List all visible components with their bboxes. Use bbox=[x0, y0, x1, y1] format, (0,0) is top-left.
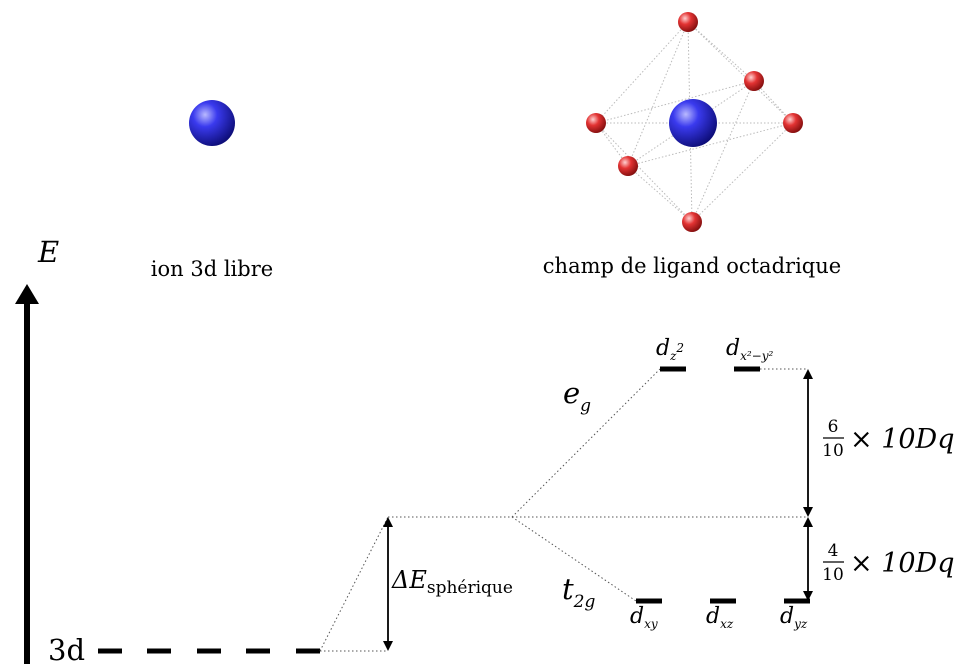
t2g-label: t2g bbox=[562, 572, 595, 612]
metal-center-sphere bbox=[669, 99, 717, 147]
eg-label: eg bbox=[563, 376, 591, 416]
lower-fraction-denominator: 10 bbox=[822, 565, 844, 585]
eg-branch-line bbox=[511, 368, 661, 518]
octahedral-complex bbox=[586, 12, 803, 232]
lower-splitting-label: 4 10 × 10Dq bbox=[822, 541, 954, 585]
ligand-left bbox=[586, 113, 606, 133]
upper-fraction-denominator: 10 bbox=[822, 441, 844, 461]
ligand-right bbox=[783, 113, 803, 133]
spherical-shift-label: ΔEsphérique bbox=[391, 566, 513, 598]
dxy-label: dxy bbox=[630, 604, 658, 631]
dxz-label: dxz bbox=[706, 604, 734, 631]
energy-axis-label: E bbox=[37, 235, 59, 269]
upper-splitting-label: 6 10 × 10Dq bbox=[822, 417, 954, 461]
ground-level-label: 3d bbox=[48, 633, 85, 664]
dx2y2-label: dx²−y² bbox=[726, 336, 774, 363]
free-ion-sphere bbox=[189, 100, 235, 146]
octahedral-caption: champ de ligand octadrique bbox=[543, 254, 841, 278]
ligand-bottom bbox=[682, 212, 702, 232]
dyz-label: dyz bbox=[780, 604, 808, 631]
lower-fraction-numerator: 4 bbox=[828, 541, 839, 561]
ground-to-spherical-line bbox=[319, 516, 389, 652]
ligand-back bbox=[744, 71, 764, 91]
dz2-label: dz2 bbox=[656, 336, 684, 363]
free-ion-caption: ion 3d libre bbox=[151, 257, 273, 281]
lower-splitting-text: × 10Dq bbox=[850, 548, 955, 579]
upper-splitting-text: × 10Dq bbox=[850, 424, 955, 455]
ligand-top bbox=[678, 12, 698, 32]
t2g-branch-line bbox=[511, 516, 637, 602]
upper-fraction-numerator: 6 bbox=[828, 417, 839, 437]
ligand-front bbox=[618, 156, 638, 176]
